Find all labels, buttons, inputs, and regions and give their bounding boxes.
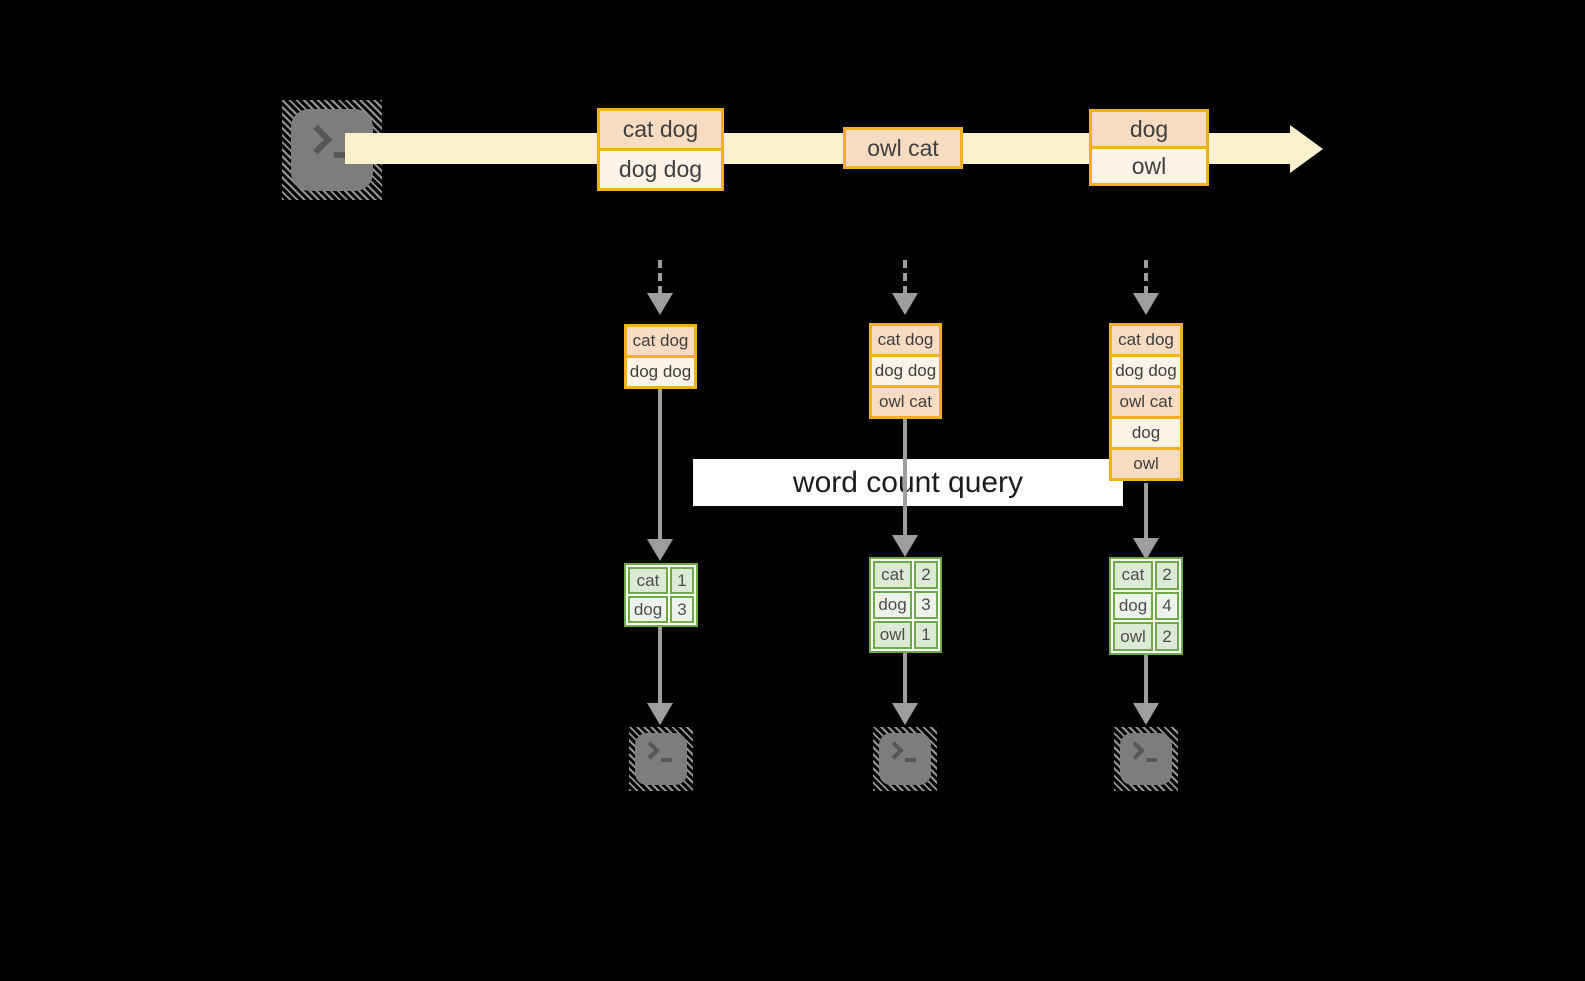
- batch-line: dog dog: [1112, 354, 1180, 385]
- count-word: owl: [873, 621, 912, 649]
- stream-arrowhead-icon: [1290, 125, 1323, 173]
- dashed-arrowhead-icon: [1133, 293, 1159, 315]
- arrowhead-icon: [647, 703, 673, 725]
- prompt-cursor-icon: [661, 757, 672, 762]
- event-line: dog dog: [600, 148, 721, 188]
- terminal-body: [1120, 733, 1172, 785]
- prompt-caret-icon: [885, 741, 905, 761]
- event-line: cat dog: [600, 111, 721, 148]
- count-value: 2: [1155, 561, 1179, 590]
- count-word: dog: [873, 591, 912, 619]
- batch-line: cat dog: [872, 326, 939, 354]
- dashed-arrow-line: [903, 260, 907, 294]
- arrowhead-icon: [1133, 703, 1159, 725]
- count-table-2: cat 2 dog 3 owl 1: [869, 557, 942, 653]
- count-table-3: cat 2 dog 4 owl 2: [1109, 557, 1183, 655]
- arrow-line: [903, 417, 907, 535]
- stream-event-3: dog owl: [1089, 109, 1209, 186]
- count-value: 2: [914, 561, 938, 589]
- batch-line: owl cat: [872, 385, 939, 416]
- count-value: 1: [914, 621, 938, 649]
- stream-event-2: owl cat: [843, 127, 963, 169]
- terminal-sink-icon: [1114, 727, 1178, 791]
- prompt-cursor-icon: [1146, 757, 1157, 762]
- batch-stack-2: cat dog dog dog owl cat: [869, 323, 942, 419]
- count-value: 1: [670, 567, 694, 594]
- count-value: 3: [914, 591, 938, 619]
- batch-line: cat dog: [627, 327, 694, 355]
- arrow-line: [1144, 483, 1148, 538]
- terminal-sink-icon: [873, 727, 937, 791]
- event-line: dog: [1092, 112, 1206, 146]
- count-word: dog: [1113, 591, 1153, 621]
- prompt-cursor-icon: [333, 151, 351, 158]
- prompt-cursor-icon: [905, 757, 916, 762]
- dashed-arrow-line: [1144, 260, 1148, 294]
- batch-stack-1: cat dog dog dog: [624, 324, 697, 389]
- count-word: cat: [628, 567, 668, 594]
- count-value: 4: [1155, 591, 1179, 621]
- event-line: owl cat: [846, 130, 960, 166]
- batch-line: dog dog: [872, 354, 939, 385]
- dashed-arrowhead-icon: [892, 293, 918, 315]
- prompt-caret-icon: [1126, 741, 1146, 761]
- terminal-body: [879, 733, 931, 785]
- prompt-caret-icon: [303, 124, 333, 155]
- batch-line: cat dog: [1112, 326, 1180, 354]
- batch-line: owl cat: [1112, 385, 1180, 416]
- count-word: cat: [1113, 561, 1153, 590]
- arrow-line: [903, 653, 907, 703]
- count-word: cat: [873, 561, 912, 589]
- query-label: word count query: [693, 459, 1123, 506]
- prompt-caret-icon: [641, 741, 661, 761]
- batch-stack-3: cat dog dog dog owl cat dog owl: [1109, 323, 1183, 481]
- batch-line: dog: [1112, 416, 1180, 447]
- dashed-arrow-line: [658, 260, 662, 294]
- arrowhead-icon: [892, 703, 918, 725]
- arrow-line: [658, 389, 662, 539]
- count-table-1: cat 1 dog 3: [624, 563, 698, 627]
- batch-line: owl: [1112, 447, 1180, 478]
- count-word: dog: [628, 596, 668, 623]
- arrow-line: [1144, 655, 1148, 703]
- stream-event-1: cat dog dog dog: [597, 108, 724, 191]
- count-value: 3: [670, 596, 694, 623]
- count-word: owl: [1113, 622, 1153, 651]
- arrow-line: [658, 627, 662, 703]
- dashed-arrowhead-icon: [647, 293, 673, 315]
- batch-line: dog dog: [627, 355, 694, 386]
- arrowhead-icon: [647, 539, 673, 561]
- arrowhead-icon: [1133, 538, 1159, 560]
- terminal-body: [635, 733, 687, 785]
- count-value: 2: [1155, 622, 1179, 651]
- terminal-sink-icon: [629, 727, 693, 791]
- arrowhead-icon: [892, 535, 918, 557]
- event-line: owl: [1092, 146, 1206, 183]
